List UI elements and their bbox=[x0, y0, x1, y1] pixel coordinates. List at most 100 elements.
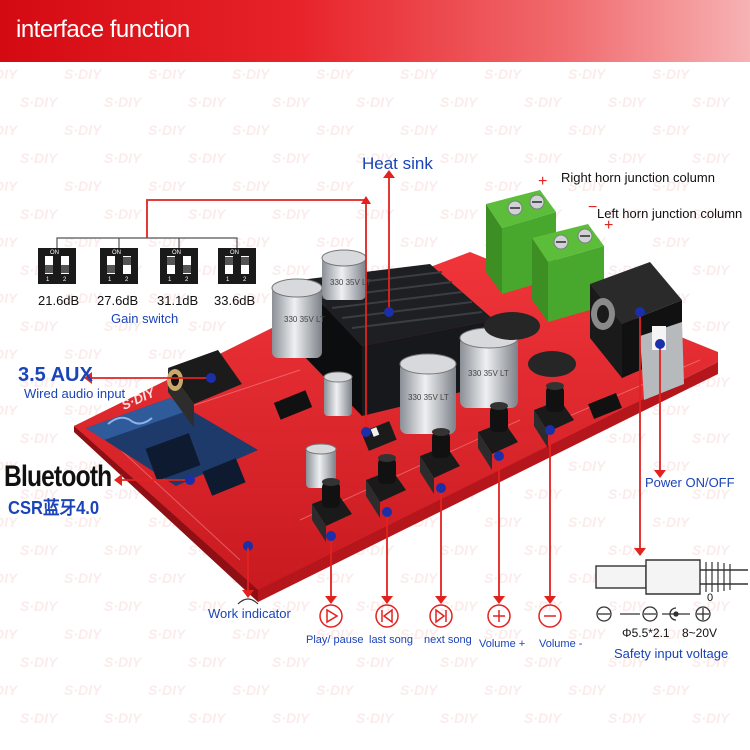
dip-on-label: ON bbox=[112, 250, 121, 256]
button-volume-minus-hw bbox=[534, 382, 574, 448]
watermark-text: S·DIY bbox=[64, 178, 102, 194]
watermark-text: S·DIY bbox=[356, 94, 394, 110]
watermark-text: S·DIY bbox=[568, 122, 606, 138]
watermark-text: S·DIY bbox=[0, 290, 18, 306]
watermark-text: S·DIY bbox=[652, 66, 690, 82]
dip-pin-label: 1 bbox=[226, 277, 230, 283]
watermark-text: S·DIY bbox=[608, 598, 646, 614]
watermark-text: S·DIY bbox=[272, 262, 310, 278]
dc-spec-label: Φ5.5*2.1 bbox=[622, 626, 670, 640]
watermark-text: S·DIY bbox=[232, 178, 270, 194]
watermark-text: S·DIY bbox=[692, 710, 730, 726]
header-banner: interface function bbox=[0, 0, 750, 62]
watermark-text: S·DIY bbox=[104, 598, 142, 614]
watermark-text: S·DIY bbox=[148, 626, 186, 642]
pcb-board: S·DIY bbox=[74, 252, 718, 602]
plus-icon bbox=[487, 604, 511, 628]
watermark-text: S·DIY bbox=[524, 486, 562, 502]
volume-minus-label: Volume - bbox=[539, 638, 583, 650]
watermark-text: S·DIY bbox=[608, 206, 646, 222]
watermark-text: S·DIY bbox=[232, 122, 270, 138]
watermark-text: S·DIY bbox=[0, 626, 18, 642]
capacitor-right: 330 35V LT bbox=[459, 327, 519, 408]
watermark-text: S·DIY bbox=[0, 682, 18, 698]
watermark-text: S·DIY bbox=[232, 234, 270, 250]
watermark-text: S·DIY bbox=[692, 654, 730, 670]
watermark-text: S·DIY bbox=[20, 598, 58, 614]
watermark-text: S·DIY bbox=[232, 66, 270, 82]
bluetooth-module bbox=[86, 398, 258, 496]
play-icon bbox=[319, 604, 343, 628]
watermark-text: S·DIY bbox=[20, 94, 58, 110]
button-last-song-hw bbox=[366, 454, 406, 518]
bluetooth-title-label: Bluetooth bbox=[4, 460, 112, 493]
board-dip-switch bbox=[361, 421, 397, 451]
watermark-text: S·DIY bbox=[652, 234, 690, 250]
watermark-text: S·DIY bbox=[400, 122, 438, 138]
watermark-text: S·DIY bbox=[400, 178, 438, 194]
watermark-text: S·DIY bbox=[356, 710, 394, 726]
watermark-text: S·DIY bbox=[64, 402, 102, 418]
polarity-symbol bbox=[596, 606, 711, 622]
next-song-label: next song bbox=[424, 634, 472, 646]
watermark-text: S·DIY bbox=[148, 682, 186, 698]
left-horn-label: Left horn junction column bbox=[597, 206, 743, 221]
watermark-text: S·DIY bbox=[692, 262, 730, 278]
play-pause-label: Play/ pause bbox=[306, 634, 364, 646]
watermark-text: S·DIY bbox=[692, 150, 730, 166]
inductors bbox=[484, 312, 576, 377]
dip-on-label: ON bbox=[172, 250, 181, 256]
dc-zero-label: 0 bbox=[707, 592, 714, 604]
watermark-text: S·DIY bbox=[64, 514, 102, 530]
safety-voltage-label: Safety input voltage bbox=[614, 646, 729, 661]
watermark-text: S·DIY bbox=[608, 654, 646, 670]
watermark-text: S·DIY bbox=[568, 626, 606, 642]
watermark-text: S·DIY bbox=[20, 150, 58, 166]
watermark-text: S·DIY bbox=[0, 66, 18, 82]
capacitor-label: 330 35V LT bbox=[284, 315, 325, 324]
watermark-text: S·DIY bbox=[400, 570, 438, 586]
dc-plug bbox=[595, 559, 748, 595]
watermark-text: S·DIY bbox=[440, 710, 478, 726]
watermark-text: S·DIY bbox=[64, 570, 102, 586]
watermark-text: S·DIY bbox=[64, 682, 102, 698]
aux-title-label: 3.5 AUX bbox=[18, 364, 93, 386]
watermark-text: S·DIY bbox=[440, 150, 478, 166]
watermark-text: S·DIY bbox=[400, 626, 438, 642]
volume-plus-label: Volume + bbox=[479, 638, 526, 650]
watermark-text: S·DIY bbox=[440, 542, 478, 558]
watermark-text: S·DIY bbox=[148, 122, 186, 138]
watermark-text: S·DIY bbox=[484, 570, 522, 586]
watermark-text: S·DIY bbox=[188, 94, 226, 110]
page-title: interface function bbox=[16, 16, 190, 43]
watermark-text: S·DIY bbox=[64, 122, 102, 138]
capacitor-left: 330 35V LT bbox=[271, 278, 325, 358]
watermark-text: S·DIY bbox=[652, 122, 690, 138]
watermark-text: S·DIY bbox=[188, 654, 226, 670]
watermark-text: S·DIY bbox=[232, 626, 270, 642]
watermark-text: S·DIY bbox=[0, 122, 18, 138]
watermark-text: S·DIY bbox=[188, 710, 226, 726]
watermark-text: S·DIY bbox=[104, 710, 142, 726]
gain-switch-label: Gain switch bbox=[111, 311, 179, 326]
gain-switch-1: ON 1 2 bbox=[38, 248, 76, 284]
watermark-text: S·DIY bbox=[0, 346, 18, 362]
watermark-text: S·DIY bbox=[272, 206, 310, 222]
watermark-text: S·DIY bbox=[440, 206, 478, 222]
watermark-text: S·DIY bbox=[484, 122, 522, 138]
watermark-text: S·DIY bbox=[0, 234, 18, 250]
gain-value-1: 21.6dB bbox=[38, 293, 80, 308]
watermark-text: S·DIY bbox=[524, 598, 562, 614]
watermark-text: S·DIY bbox=[608, 150, 646, 166]
watermark-text: S·DIY bbox=[692, 430, 730, 446]
watermark-text: S·DIY bbox=[316, 122, 354, 138]
dip-pin-label: 2 bbox=[185, 277, 189, 283]
button-volume-plus-hw bbox=[478, 402, 518, 470]
watermark-text: S·DIY bbox=[104, 318, 142, 334]
watermark-text: S·DIY bbox=[356, 654, 394, 670]
watermark-text: S·DIY bbox=[0, 178, 18, 194]
watermark-text: S·DIY bbox=[0, 514, 18, 530]
watermark-text: S·DIY bbox=[400, 234, 438, 250]
watermark-text: S·DIY bbox=[272, 598, 310, 614]
watermark-text: S·DIY bbox=[64, 458, 102, 474]
